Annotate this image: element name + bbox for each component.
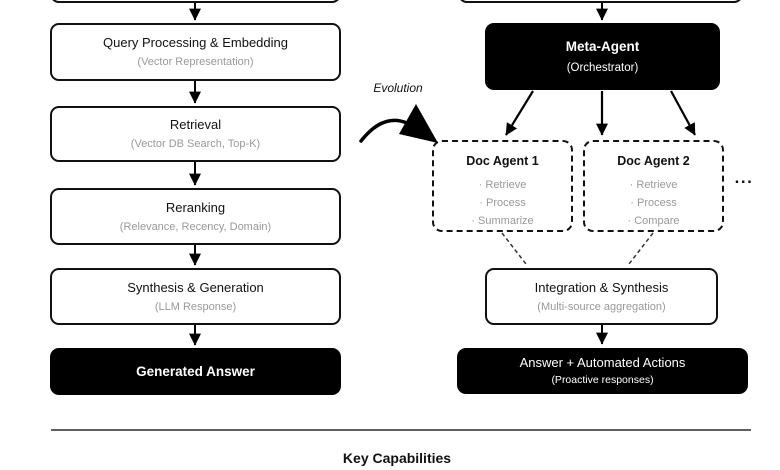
evolution-arrow-head: [399, 104, 438, 143]
doc-agent-bullets: · Retrieve · Process · Summarize: [471, 176, 533, 230]
doc-agent-bullets: · Retrieve · Process · Compare: [628, 176, 680, 230]
box-title: Meta-Agent: [565, 38, 640, 54]
evolution-arrow-curve: [359, 118, 409, 143]
fanout-arrow-right: [670, 90, 696, 136]
generated-answer-box: Generated Answer: [50, 348, 341, 395]
doc-agent-2-box: Doc Agent 2 · Retrieve · Process · Compa…: [583, 140, 724, 232]
fanout-arrow-left: [505, 90, 534, 136]
evolution-label: Evolution: [373, 81, 423, 95]
box-subtitle: (Vector Representation): [137, 56, 254, 68]
more-agents-ellipsis: ...: [734, 168, 754, 187]
bullet-item: · Process: [630, 197, 677, 209]
box-title: Synthesis & Generation: [127, 279, 264, 295]
bullet-item: · Retrieve: [629, 179, 678, 191]
doc-agent-title: Doc Agent 1: [466, 154, 539, 168]
box-title: Query Processing & Embedding: [103, 35, 288, 50]
dashed-connector: [628, 232, 654, 265]
box-subtitle: (Vector DB Search, Top-K): [130, 138, 261, 150]
answer-actions-box: Answer + Automated Actions (Proactive re…: [457, 348, 748, 394]
integration-synthesis-box: Integration & Synthesis (Multi-source ag…: [485, 268, 718, 325]
query-processing-box: Query Processing & Embedding (Vector Rep…: [50, 23, 341, 81]
bullet-item: · Process: [479, 197, 526, 209]
bullet-item: · Compare: [627, 215, 680, 227]
box-subtitle: (Proactive responses): [551, 374, 654, 386]
box-title: Answer + Automated Actions: [519, 355, 686, 370]
reranking-box: Reranking (Relevance, Recency, Domain): [50, 188, 341, 245]
box-title: Retrieval: [169, 117, 222, 132]
left-top-box-cutoff: [50, 0, 341, 3]
doc-agent-title: Doc Agent 2: [617, 154, 690, 168]
box-subtitle: (Orchestrator): [566, 61, 639, 74]
box-subtitle: (LLM Response): [154, 300, 237, 313]
bullet-item: · Summarize: [471, 215, 534, 227]
right-top-box-cutoff: [458, 0, 743, 3]
retrieval-box: Retrieval (Vector DB Search, Top-K): [50, 106, 341, 162]
box-subtitle: (Relevance, Recency, Domain): [119, 220, 272, 233]
box-title: Integration & Synthesis: [534, 279, 669, 295]
dashed-connector: [501, 232, 527, 265]
key-capabilities-heading: Key Capabilities: [342, 450, 452, 466]
meta-agent-box: Meta-Agent (Orchestrator): [485, 23, 720, 90]
doc-agent-1-box: Doc Agent 1 · Retrieve · Process · Summa…: [432, 140, 573, 232]
box-subtitle: (Multi-source aggregation): [537, 300, 666, 313]
box-title: Reranking: [165, 199, 226, 215]
bullet-item: · Retrieve: [478, 179, 527, 191]
box-title: Generated Answer: [136, 364, 255, 379]
synthesis-generation-box: Synthesis & Generation (LLM Response): [50, 268, 341, 325]
section-divider: [51, 429, 751, 431]
